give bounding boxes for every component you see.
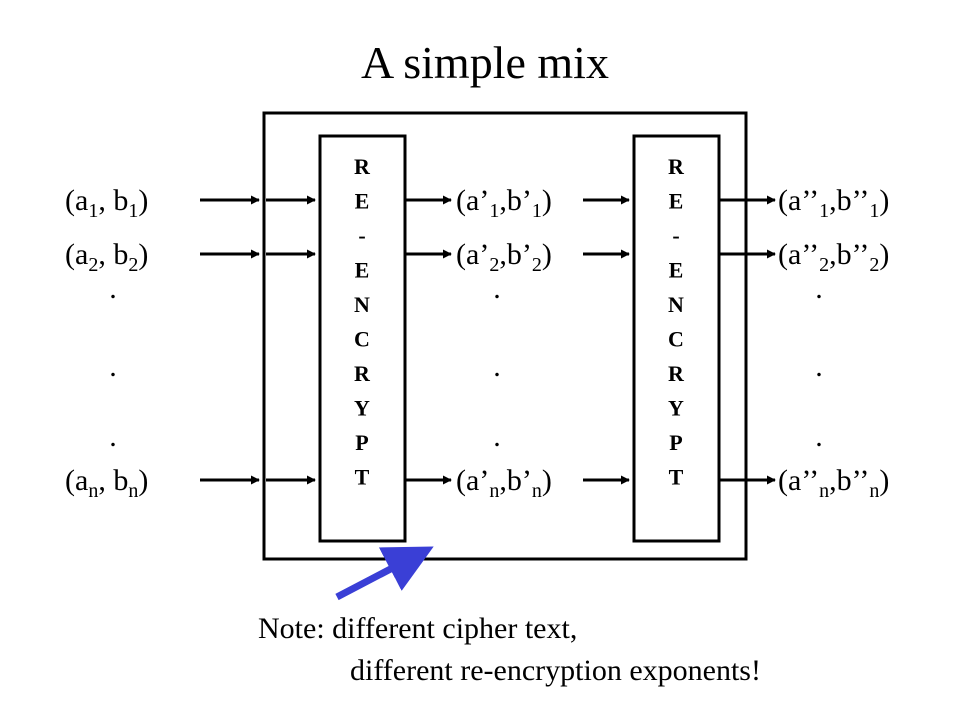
reencrypt-letter: E [355, 258, 370, 283]
reencrypt-letter: T [669, 465, 684, 490]
reencrypt-letter: R [668, 154, 685, 179]
reencrypt-letter: R [354, 361, 371, 386]
reencrypt-letter: T [355, 465, 370, 490]
ellipsis-dot: . [109, 420, 117, 453]
reencrypt-box-2 [632, 134, 721, 543]
reencrypt-letter: E [669, 189, 684, 214]
reencrypt-box-1 [318, 134, 407, 543]
reencrypt-letter: C [668, 327, 684, 352]
reencrypt-letter: N [354, 292, 370, 317]
middle-tuple-2: (a’2,b’2) [456, 238, 552, 276]
reencrypt-letter: - [358, 223, 365, 248]
input-tuple-2: (a2, b2) [65, 238, 148, 276]
page-title: A simple mix [361, 37, 609, 88]
middle-tuple-1: (a’1,b’1) [456, 184, 552, 222]
note-line-2: different re-encryption exponents! [350, 654, 761, 687]
ellipsis-dot: . [109, 272, 117, 305]
reencrypt-letter: R [668, 361, 685, 386]
middle-tuple-n: (a’n,b’n) [456, 464, 552, 502]
reencrypt-letter: P [669, 430, 682, 455]
reencrypt-letter: C [354, 327, 370, 352]
note-line-1: Note: different cipher text, [258, 612, 577, 645]
reencrypt-letter: R [354, 154, 371, 179]
output-tuple-2: (a’’2,b’’2) [778, 238, 889, 276]
reencrypt-letter: E [355, 189, 370, 214]
ellipsis-dot: . [815, 420, 823, 453]
reencrypt-letter: E [669, 258, 684, 283]
mix-box [262, 111, 748, 561]
pointer-arrow [335, 546, 434, 601]
ellipsis-dot: . [815, 350, 823, 383]
ellipsis-dot: . [493, 420, 501, 453]
ellipsis-dot: . [493, 350, 501, 383]
ellipsis-dot: . [493, 272, 501, 305]
reencrypt-letter: Y [668, 396, 684, 421]
reencrypt-letter: Y [354, 396, 370, 421]
input-tuple-n: (an, bn) [65, 464, 148, 502]
reencrypt-letter: N [668, 292, 684, 317]
reencrypt-letter: P [355, 430, 368, 455]
output-tuple-1: (a’’1,b’’1) [778, 184, 889, 222]
output-tuple-n: (a’’n,b’’n) [778, 464, 889, 502]
input-tuple-1: (a1, b1) [65, 184, 148, 222]
ellipsis-dot: . [815, 272, 823, 305]
reencrypt-letter: - [672, 223, 679, 248]
ellipsis-dot: . [109, 350, 117, 383]
